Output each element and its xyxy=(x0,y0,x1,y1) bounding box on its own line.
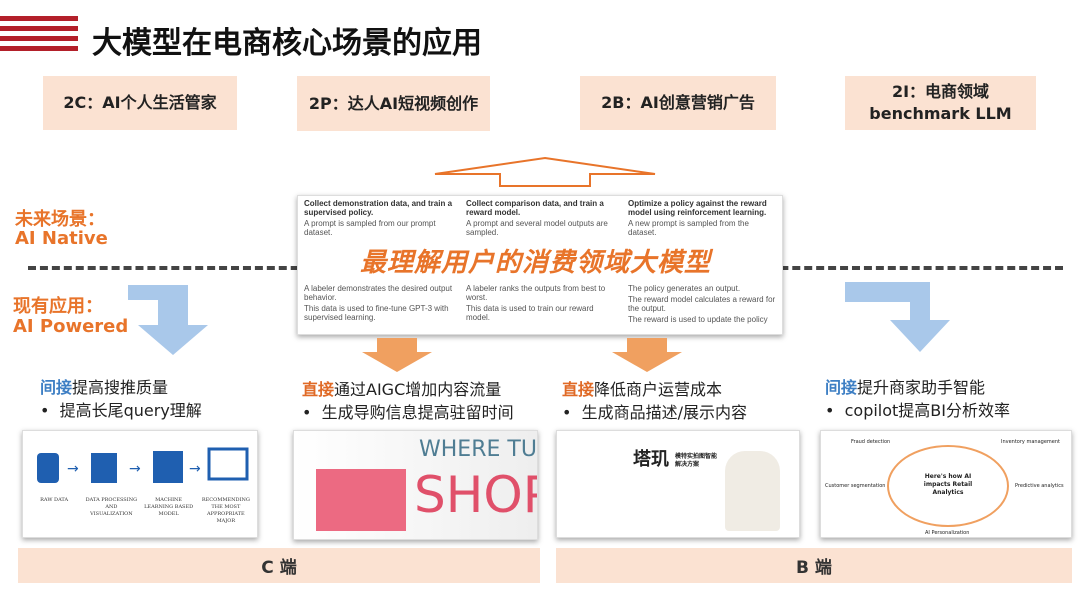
svg-text:→: → xyxy=(189,461,201,477)
app-3-bullet: • 生成商品描述/展示内容 xyxy=(562,403,748,422)
svg-text:→: → xyxy=(67,461,79,477)
scenario-2i: 2I：电商领域 benchmark LLM xyxy=(845,76,1036,130)
tshirt-model-icon xyxy=(725,451,780,531)
app-4-bullet: • copilot提高BI分析效率 xyxy=(825,401,1011,420)
app-3-headline: 直接降低商户运营成本 xyxy=(562,380,723,399)
down-arrow-right-icon xyxy=(845,282,950,352)
c-end-bar: C 端 xyxy=(18,548,540,583)
svg-text:→: → xyxy=(129,461,141,477)
b-end-bar: B 端 xyxy=(556,548,1072,583)
down-arrow-left-icon xyxy=(128,285,208,355)
app-1-bullet: • 提高长尾query理解 xyxy=(40,401,202,420)
current-label: 现有应用： xyxy=(13,296,103,317)
model-photo-image: 塔玑 模特实拍图智能解决方案 xyxy=(556,430,800,538)
future-label: 未来场景： xyxy=(15,209,105,230)
step-2-bottom: A labeler ranks the outputs from best to… xyxy=(466,284,606,322)
down-arrow-orange-1-icon xyxy=(362,338,432,372)
step-1-bottom: A labeler demonstrates the desired outpu… xyxy=(304,284,453,322)
up-arrow-icon xyxy=(434,156,656,187)
step-2-top: Collect comparison data, and train a rew… xyxy=(466,199,608,237)
step-1-top: Collect demonstration data, and train a … xyxy=(304,199,453,237)
step-3-top: Optimize a policy against the reward mod… xyxy=(628,199,767,237)
current-sub-label: AI Powered xyxy=(13,316,129,337)
scenario-2b: 2B：AI创意营销广告 xyxy=(580,76,776,130)
app-4-headline: 间接提升商家助手智能 xyxy=(825,378,986,397)
app-2-headline: 直接通过AIGC增加内容流量 xyxy=(302,380,502,399)
down-arrow-orange-2-icon xyxy=(612,338,682,372)
step-3-bottom: The policy generates an output.The rewar… xyxy=(628,284,776,324)
app-2-bullet: • 生成导购信息提高驻留时间 xyxy=(302,403,514,422)
rlhf-diagram-image: Collect demonstration data, and train a … xyxy=(297,195,783,335)
overlay-headline: 最理解用户的消费领域大模型 xyxy=(360,248,712,278)
scenario-2p: 2P：达人AI短视频创作 xyxy=(297,76,490,131)
app-1-headline: 间接提高搜推质量 xyxy=(40,378,169,397)
page-title: 大模型在电商核心场景的应用 xyxy=(92,26,482,61)
logo-stripes xyxy=(0,16,78,56)
where-to-shop-image: WHERE TU SHOP xyxy=(293,430,538,540)
scenario-2c: 2C：AI个人生活管家 xyxy=(43,76,237,130)
shopping-bag-icon xyxy=(316,469,406,531)
future-sub-label: AI Native xyxy=(15,228,108,249)
retail-analytics-image: Here's how AI impacts Retail Analytics F… xyxy=(820,430,1072,538)
